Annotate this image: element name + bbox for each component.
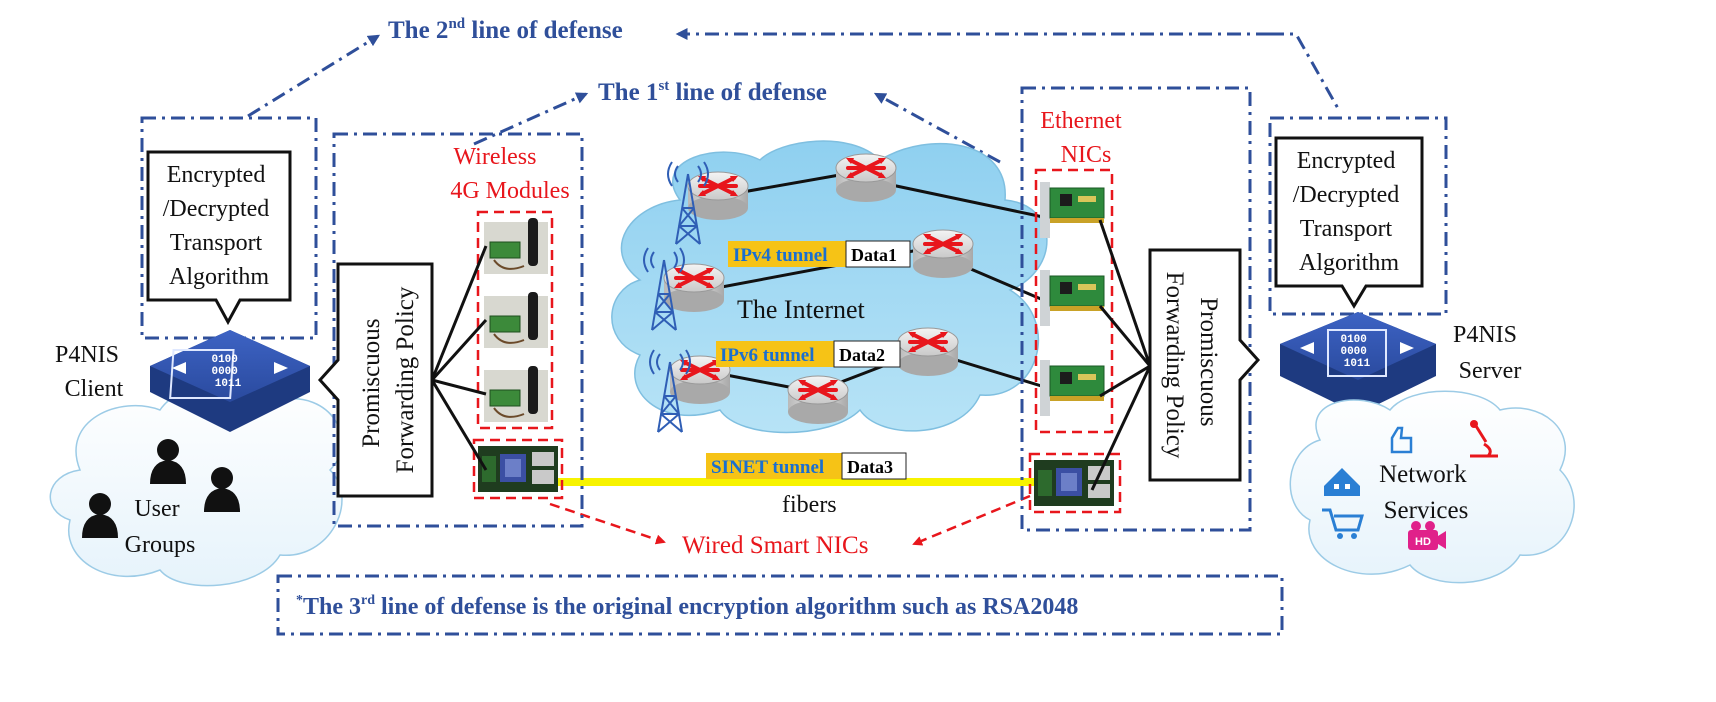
user-groups-label: User Groups [125, 496, 196, 558]
internet-label: The Internet [737, 295, 866, 324]
router-icon [896, 326, 960, 378]
4g-module-group [476, 210, 554, 430]
third-defense-label: *The 3rd line of defense is the original… [296, 593, 1078, 620]
data1-label: Data1 [851, 245, 897, 265]
second-defense-line: The 2nd line of defense [247, 16, 1342, 118]
client-device-bits: 0100 0000 1011 [211, 354, 244, 390]
p4nis-server-label: P4NIS Server [1453, 322, 1523, 384]
wired-smart-nics-callout: Wired Smart NICs [549, 494, 1031, 559]
data3-label: Data3 [847, 457, 893, 477]
ethernet-nics-label: Ethernet NICs [1040, 108, 1127, 168]
hd-camera-icon: HD [1408, 521, 1446, 550]
client-smart-nic-group [472, 438, 564, 500]
network-services-cloud: HD Network Services [1289, 390, 1575, 584]
network-services-label: Network Services [1379, 461, 1473, 524]
second-defense-label: The 2nd line of defense [388, 16, 623, 44]
4g-module-icon [483, 365, 549, 423]
p4nis-client-device: 0100 0000 1011 [150, 330, 310, 432]
client-forwarding-box [332, 132, 584, 528]
client-defense-box [140, 116, 318, 340]
microscope-icon [1470, 420, 1498, 458]
p4nis-client-label: P4NIS Client [55, 342, 125, 402]
sinet-tunnel-tag: SINET tunnel Data3 [706, 452, 907, 480]
user-groups-cloud: User Groups [49, 381, 343, 587]
server-algorithm-callout: Encrypted /Decrypted Transport Algorithm [1274, 136, 1424, 309]
ipv4-tunnel-label: IPv4 tunnel [733, 245, 828, 266]
sinet-tunnel-label: SINET tunnel [711, 457, 824, 478]
ethernet-nic-icon [1039, 359, 1105, 417]
client-algorithm-callout: Encrypted /Decrypted Transport Algorithm [146, 150, 292, 326]
smart-nic-icon [478, 446, 558, 492]
server-forwarding-box [1020, 86, 1252, 532]
ethernet-nic-group [1034, 168, 1114, 434]
4g-module-icon [483, 217, 549, 275]
first-defense-label: The 1st line of defense [598, 78, 827, 106]
wired-smart-nics-label: Wired Smart NICs [682, 532, 868, 559]
wireless-modules-label: Wireless 4G Modules [450, 144, 569, 204]
router-icon [786, 374, 850, 426]
router-icon [686, 170, 750, 222]
server-smart-nic-group [1028, 452, 1122, 514]
router-icon [662, 262, 726, 314]
thumbs-up-icon [1390, 426, 1413, 454]
client-algorithm-text: Encrypted /Decrypted Transport Algorithm [163, 162, 276, 290]
client-policy-text: Promiscuous Forwarding Policy [358, 286, 419, 473]
svg-text:HD: HD [1415, 536, 1431, 548]
ipv6-tunnel-tag: IPv6 tunnel Data2 [716, 340, 901, 368]
router-icon [834, 152, 898, 204]
data2-label: Data2 [839, 345, 885, 365]
home-network-icon [1324, 468, 1360, 496]
ethernet-nic-icon [1039, 181, 1105, 239]
4g-module-icon [483, 291, 549, 349]
server-policy-text: Promiscuous Forwarding Policy [1161, 272, 1222, 459]
ipv4-tunnel-tag: IPv4 tunnel Data1 [728, 240, 911, 268]
fibers-label: fibers [782, 492, 837, 518]
server-policy-callout: Promiscuous Forwarding Policy [1148, 248, 1261, 482]
first-defense-line: The 1st line of defense [473, 78, 1001, 164]
server-device-bits: 0100 0000 1011 [1340, 334, 1373, 370]
router-icon [911, 228, 975, 280]
server-fanin-links [1090, 219, 1152, 491]
client-fanout-links [430, 245, 488, 471]
shopping-cart-icon [1322, 508, 1364, 539]
server-algorithm-text: Encrypted /Decrypted Transport Algorithm [1293, 148, 1406, 276]
client-policy-callout: Promiscuous Forwarding Policy [317, 262, 434, 498]
p4nis-server-device: 0100 0000 1011 [1280, 312, 1436, 414]
server-defense-box [1268, 116, 1448, 316]
third-defense-box: *The 3rd line of defense is the original… [276, 574, 1284, 636]
ipv6-tunnel-label: IPv6 tunnel [720, 345, 815, 366]
ethernet-nic-icon [1039, 269, 1105, 327]
